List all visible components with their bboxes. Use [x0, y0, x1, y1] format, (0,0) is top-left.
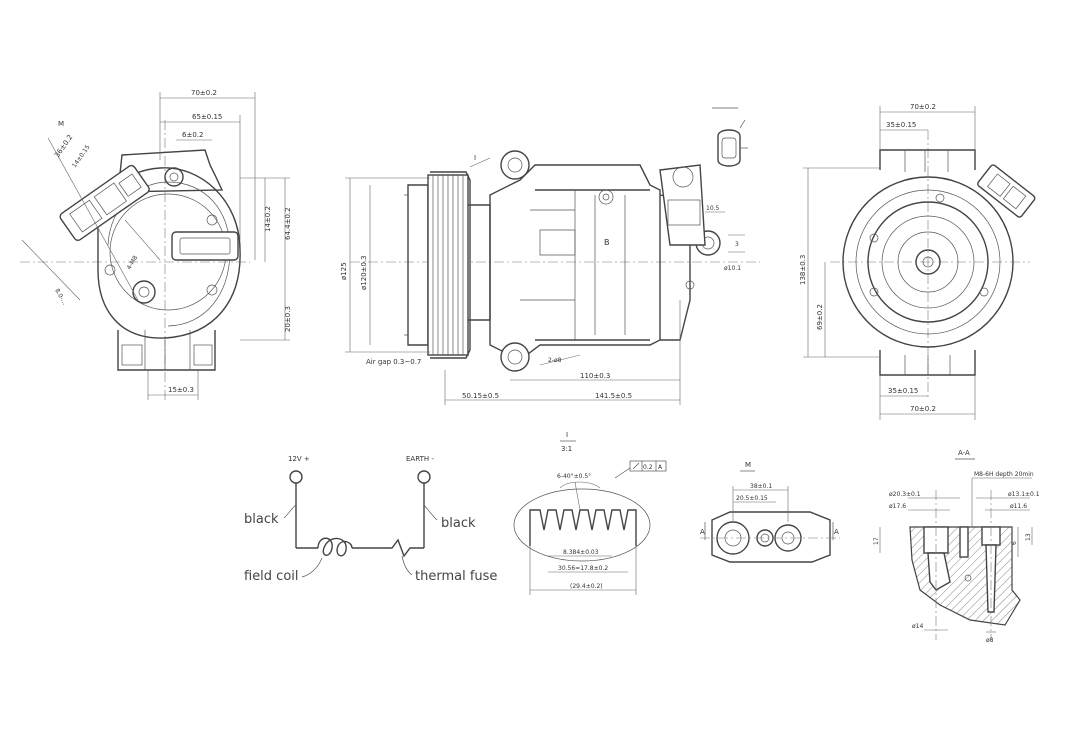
thread-callout: M8-6H depth 20min [974, 471, 1034, 478]
left-view: 70±0.2 65±0.15 6±0.2 14±0.2 64.4±0.2 20±… [20, 89, 292, 400]
callout-i: I [474, 154, 476, 162]
front-dim-70-bottom: 70±0.2 [910, 405, 936, 413]
dim-dia-120: ø120±0.3 [360, 255, 368, 290]
section-title: A-A [958, 449, 970, 457]
dim-65: 65±0.15 [192, 113, 222, 121]
dim-17: 17 [873, 537, 880, 545]
wiring-diagram: 12V + EARTH - black black field coil the… [244, 455, 497, 584]
dim-dia-125: ø125 [340, 262, 348, 280]
field-coil-label: field coil [244, 569, 299, 584]
thermal-fuse-label: thermal fuse [415, 569, 497, 584]
dim-10-5: 10.5 [706, 205, 720, 212]
dim-14: 14±0.2 [264, 206, 272, 232]
detail-b [712, 107, 748, 167]
view-m-marker: M [58, 120, 64, 128]
air-gap: Air gap 0.3~0.7 [366, 358, 421, 366]
dim-13: 13 [1025, 533, 1032, 541]
dim-2-dia-8: 2-ø8 [548, 357, 562, 364]
port-dim-38: 38±0.1 [750, 483, 772, 490]
dim-70: 70±0.2 [191, 89, 217, 97]
front-dim-35-bottom: 35±0.15 [888, 387, 918, 395]
thermal-fuse-symbol [385, 538, 424, 558]
section-a-a: A-A M8-6H depth 20min ø20.3±0.1 ø17.6 ø1… [873, 449, 1040, 644]
section-mark-left: A [700, 528, 705, 536]
dim-36: 36±0.2 [53, 133, 74, 159]
front-dim-138: 138±0.3 [799, 255, 807, 285]
front-dim-69: 69±0.2 [816, 304, 824, 330]
dim-15: 15±0.3 [168, 386, 194, 394]
pulley-angle: 6-40°±0.5° [557, 473, 591, 480]
dim-6: 6±0.2 [182, 131, 203, 139]
section-mark-right: A [834, 528, 839, 536]
dim-8: 8.0-... [53, 288, 68, 307]
tolerance-ref: A [658, 464, 663, 471]
dim-dia-10-1: ø10.1 [724, 265, 741, 272]
dim-20: 20±0.3 [284, 306, 292, 332]
pulley-dim-total: (29.4±0.2) [570, 583, 603, 590]
pulley-title: I [566, 431, 568, 439]
front-dim-35-top: 35±0.15 [886, 121, 916, 129]
side-view: I B ø125 ø120±0.3 Air gap 0.3~0.7 2-ø8 1… [340, 150, 760, 405]
dim-dia-13-1: ø13.1±0.1 [1008, 491, 1040, 498]
terminal-12v-circle [289, 470, 303, 484]
wire-label-left: black [244, 512, 279, 527]
terminal-earth-circle [417, 470, 431, 484]
tolerance-frame [629, 460, 667, 472]
pulley-groove-profile [529, 509, 637, 546]
pulley-dim-pitch: 8.384±0.03 [563, 549, 599, 556]
dim-4-m8: 4-M8 [126, 254, 140, 271]
dim-6: 6 [1011, 541, 1018, 545]
front-view: 70±0.2 35±0.15 138±0.3 69±0.2 35±0.15 70… [799, 103, 1036, 420]
callout-b: B [604, 238, 610, 247]
dim-64-4: 64.4±0.2 [284, 207, 292, 240]
pulley-detail: I 3:1 6-40°±0.5° 0.2 A 8.384±0.03 30.56=… [513, 431, 667, 595]
front-dim-70-top: 70±0.2 [910, 103, 936, 111]
dim-3: 3 [735, 241, 739, 248]
field-coil-symbol [317, 537, 353, 557]
dim-141-5: 141.5±0.5 [595, 392, 632, 400]
terminal-12v: 12V + [288, 455, 310, 463]
dim-50-15: 50.15±0.5 [462, 392, 499, 400]
pulley-dim-span: 30.56=17.8±0.2 [558, 565, 608, 572]
port-view-title: M [745, 461, 751, 469]
dim-dia-20-3: ø20.3±0.1 [889, 491, 921, 498]
dim-dia-17-6: ø17.6 [889, 503, 906, 510]
tolerance-value: 0.2 [643, 464, 653, 471]
port-view-m: M 38±0.1 20.5±0.15 A A [700, 461, 840, 563]
dim-14-15: 14±0.15 [71, 144, 92, 169]
dim-110: 110±0.3 [580, 372, 610, 380]
dim-dia-8: ø8 [986, 637, 994, 644]
wire-label-right: black [441, 516, 476, 531]
dim-dia-11-6: ø11.6 [1010, 503, 1027, 510]
port-dim-20-5: 20.5±0.15 [736, 495, 768, 502]
dim-dia-14: ø14 [912, 623, 923, 630]
pulley-scale: 3:1 [561, 445, 572, 453]
terminal-earth: EARTH - [406, 455, 434, 463]
